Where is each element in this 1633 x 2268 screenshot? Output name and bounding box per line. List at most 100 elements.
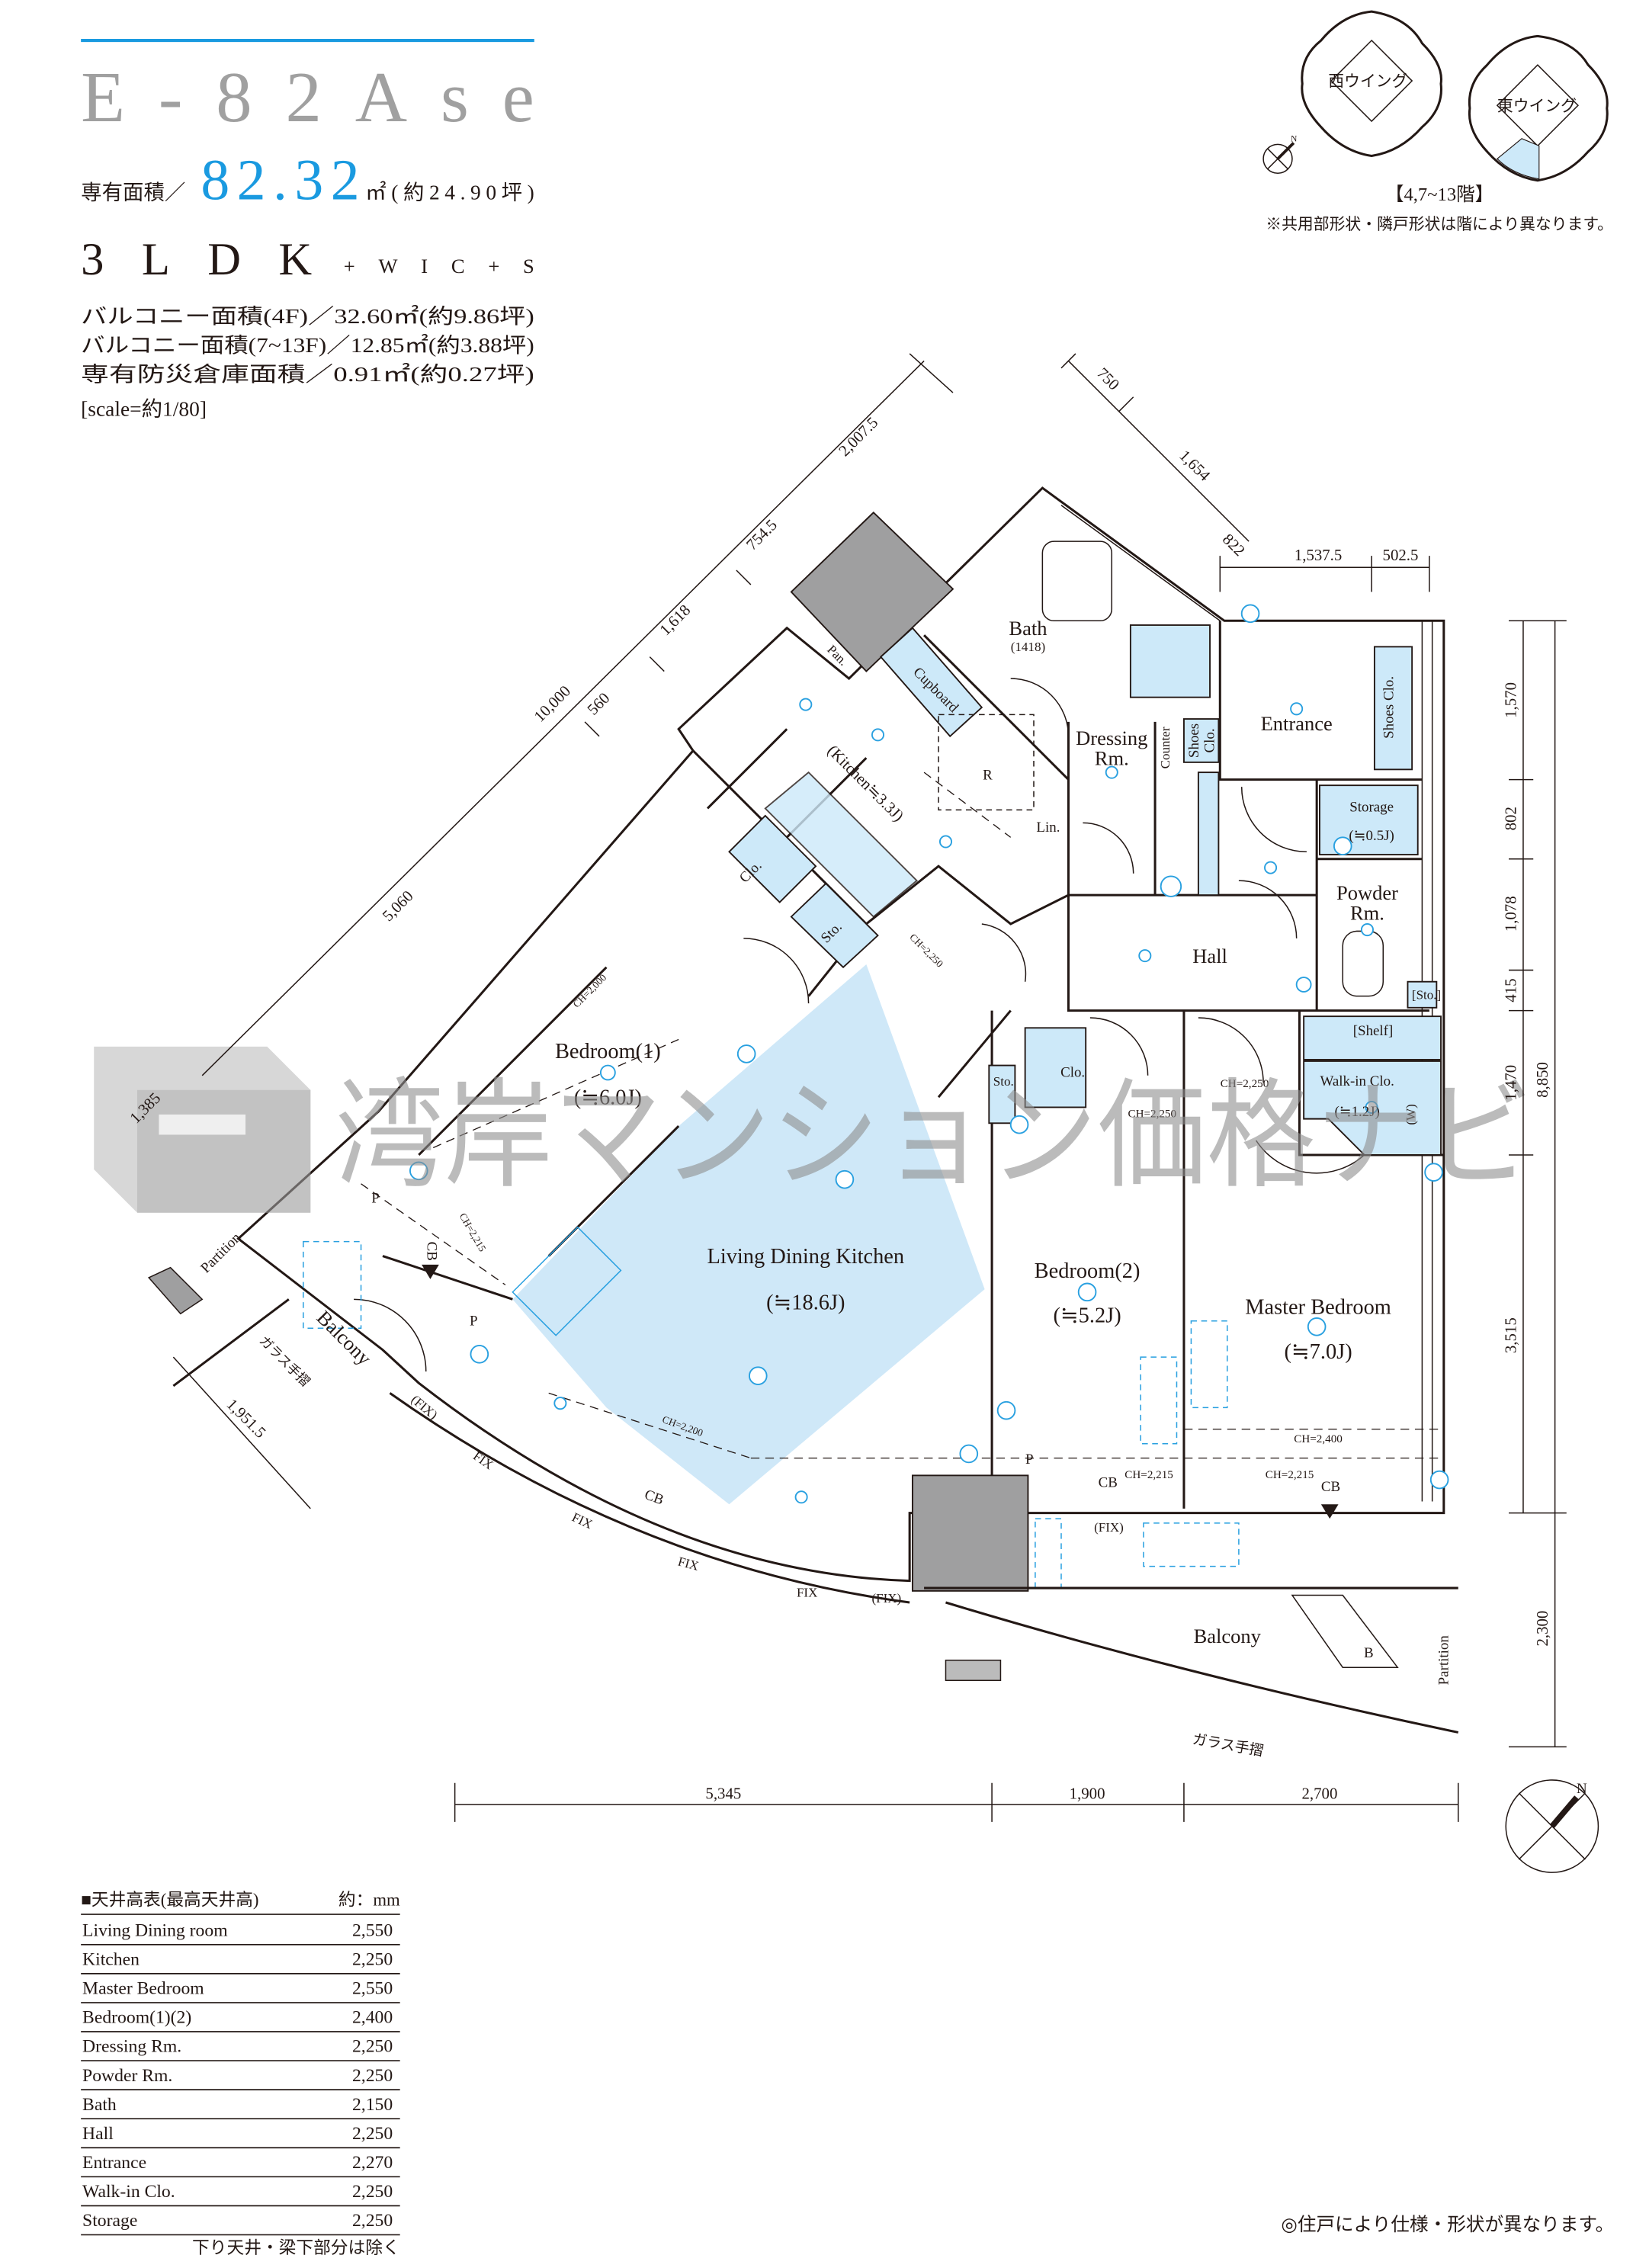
- svg-text:1,537.5: 1,537.5: [1295, 546, 1342, 564]
- svg-text:(W): (W): [1404, 1104, 1418, 1124]
- table-height: 2,150: [352, 2095, 393, 2115]
- svg-text:822: 822: [1219, 530, 1249, 560]
- svg-text:R: R: [983, 768, 993, 784]
- svg-text:CB: CB: [424, 1242, 440, 1261]
- unit-header: E-82Ase 専有面積／ 82.32 ㎡(約24.90坪) 3LDK +WIC…: [81, 38, 534, 420]
- storage-area: 専有防災倉庫面積／0.91㎡(約0.27坪): [81, 363, 534, 386]
- svg-text:754.5: 754.5: [743, 515, 781, 553]
- label-wic: Walk-in Clo.: [1320, 1073, 1394, 1089]
- svg-text:Shoes: Shoes: [1186, 723, 1202, 758]
- scale-label: [scale=約1/80]: [81, 397, 207, 420]
- label-storage: Storage: [1349, 799, 1394, 815]
- label-balcony: Balcony: [1194, 1625, 1262, 1647]
- svg-text:CB: CB: [642, 1487, 666, 1508]
- svg-text:Counter: Counter: [1158, 727, 1173, 768]
- svg-text:10,000: 10,000: [531, 682, 574, 725]
- svg-text:P: P: [371, 1190, 380, 1206]
- fixture-icons: [409, 604, 1449, 1504]
- svg-text:CH=2,215: CH=2,215: [1266, 1469, 1314, 1481]
- svg-text:CB: CB: [1099, 1475, 1118, 1491]
- table-unit: 約：mm: [338, 1891, 400, 1910]
- table-room: Bath: [82, 2095, 117, 2115]
- key-plan-note: ※共用部形状・隣戸形状は階により異なります。: [1266, 215, 1613, 233]
- layout-extra: +WIC+S: [344, 255, 534, 277]
- svg-text:Partition: Partition: [197, 1230, 244, 1276]
- svg-text:N: N: [1577, 1781, 1587, 1797]
- svg-text:(≒7.0J): (≒7.0J): [1284, 1340, 1352, 1364]
- west-wing-diagram: 西ウイング: [1301, 10, 1442, 158]
- table-room: Bedroom(1)(2): [82, 2008, 191, 2028]
- table-height: 2,250: [352, 2182, 393, 2202]
- svg-text:3,515: 3,515: [1501, 1317, 1519, 1353]
- svg-text:415: 415: [1501, 978, 1519, 1002]
- structural-column: [790, 511, 954, 672]
- table-room: Entrance: [82, 2153, 146, 2173]
- balcony-area-4f: バルコニー面積(4F)／32.60㎡(約9.86坪): [81, 305, 534, 328]
- svg-text:ガラス手摺: ガラス手摺: [1191, 1731, 1265, 1760]
- svg-text:1,900: 1,900: [1070, 1785, 1105, 1803]
- storage-fills: [728, 624, 1442, 1156]
- svg-text:Partition: Partition: [1436, 1635, 1452, 1686]
- table-row: Dressing Rm.2,250: [82, 2037, 393, 2057]
- table-room: Living Dining room: [82, 1920, 228, 1940]
- label-bedroom2: Bedroom(2): [1035, 1259, 1141, 1283]
- svg-text:N: N: [1291, 135, 1297, 144]
- layout-main: 3LDK: [81, 234, 312, 285]
- svg-text:5,345: 5,345: [705, 1785, 741, 1803]
- svg-text:5,060: 5,060: [379, 887, 417, 925]
- svg-text:Rm.: Rm.: [1095, 747, 1129, 770]
- svg-text:8,850: 8,850: [1533, 1062, 1551, 1098]
- table-row: Walk-in Clo.2,250: [82, 2182, 393, 2202]
- unit-type-title: E-82Ase: [81, 58, 534, 137]
- ceiling-height-table: ■天井高表(最高天井高) 約：mm Living Dining room 2,55…: [81, 1891, 400, 2257]
- watermark-text: 湾岸マンション価格ナビ: [335, 1067, 1533, 1205]
- svg-text:Clo.: Clo.: [1060, 1065, 1085, 1081]
- svg-text:[Sto.]: [Sto.]: [1412, 987, 1441, 1002]
- north-compass-icon: N: [1505, 1779, 1599, 1873]
- table-row: Storage 2,250: [82, 2211, 393, 2231]
- table-height: 2,250: [352, 2124, 393, 2144]
- svg-text:1,470: 1,470: [1501, 1065, 1519, 1101]
- table-room: Master Bedroom: [82, 1979, 204, 1999]
- east-wing-label: 東ウイング: [1497, 97, 1577, 115]
- table-room: Storage: [82, 2211, 137, 2231]
- svg-text:1,570: 1,570: [1501, 682, 1519, 718]
- table-height: 2,270: [352, 2153, 393, 2173]
- table-height: 2,550: [352, 1979, 393, 1999]
- table-height: 2,250: [352, 2037, 393, 2057]
- area-label: 専有面積／: [81, 181, 185, 204]
- svg-text:(≒1.2J): (≒1.2J): [1334, 1104, 1379, 1120]
- svg-text:Rm.: Rm.: [1350, 901, 1384, 924]
- table-row: Entrance 2,270: [82, 2153, 393, 2173]
- balcony-area-7-13f: バルコニー面積(7~13F)／12.85㎡(約3.88坪): [81, 334, 534, 357]
- svg-text:[Shelf]: [Shelf]: [1353, 1023, 1394, 1039]
- svg-text:CB: CB: [1321, 1479, 1340, 1495]
- svg-text:(FIX): (FIX): [871, 1591, 901, 1606]
- svg-text:CH=2,250: CH=2,250: [907, 932, 945, 970]
- svg-text:Sto.: Sto.: [993, 1074, 1014, 1089]
- label-hall: Hall: [1192, 945, 1227, 967]
- svg-text:CH=2,250: CH=2,250: [1128, 1108, 1176, 1121]
- table-row: Powder Rm.2,250: [82, 2066, 393, 2086]
- svg-text:802: 802: [1501, 807, 1519, 830]
- table-height: 2,550: [352, 1920, 393, 1940]
- svg-text:2,700: 2,700: [1302, 1785, 1338, 1803]
- svg-text:(≒6.0J): (≒6.0J): [574, 1086, 642, 1110]
- svg-text:ガラス手摺: ガラス手摺: [257, 1333, 313, 1389]
- svg-text:FIX: FIX: [676, 1554, 700, 1573]
- svg-text:2,007.5: 2,007.5: [835, 413, 881, 460]
- svg-text:Clo.: Clo.: [1202, 728, 1218, 752]
- west-wing-label: 西ウイング: [1328, 72, 1407, 91]
- table-height: 2,250: [352, 2211, 393, 2231]
- svg-text:FIX: FIX: [569, 1509, 595, 1532]
- structural-column: [911, 1474, 1029, 1592]
- table-title: ■天井高表(最高天井高): [81, 1891, 258, 1910]
- table-row: Bath 2,150: [82, 2095, 393, 2115]
- svg-text:502.5: 502.5: [1383, 546, 1419, 564]
- label-dressing: Dressing: [1076, 727, 1147, 749]
- svg-text:CH=2,250: CH=2,250: [1221, 1078, 1269, 1090]
- area-suffix: ㎡(約24.90坪): [365, 181, 534, 204]
- ldk-highlight: [512, 964, 985, 1505]
- svg-text:CH=2,400: CH=2,400: [1294, 1433, 1343, 1445]
